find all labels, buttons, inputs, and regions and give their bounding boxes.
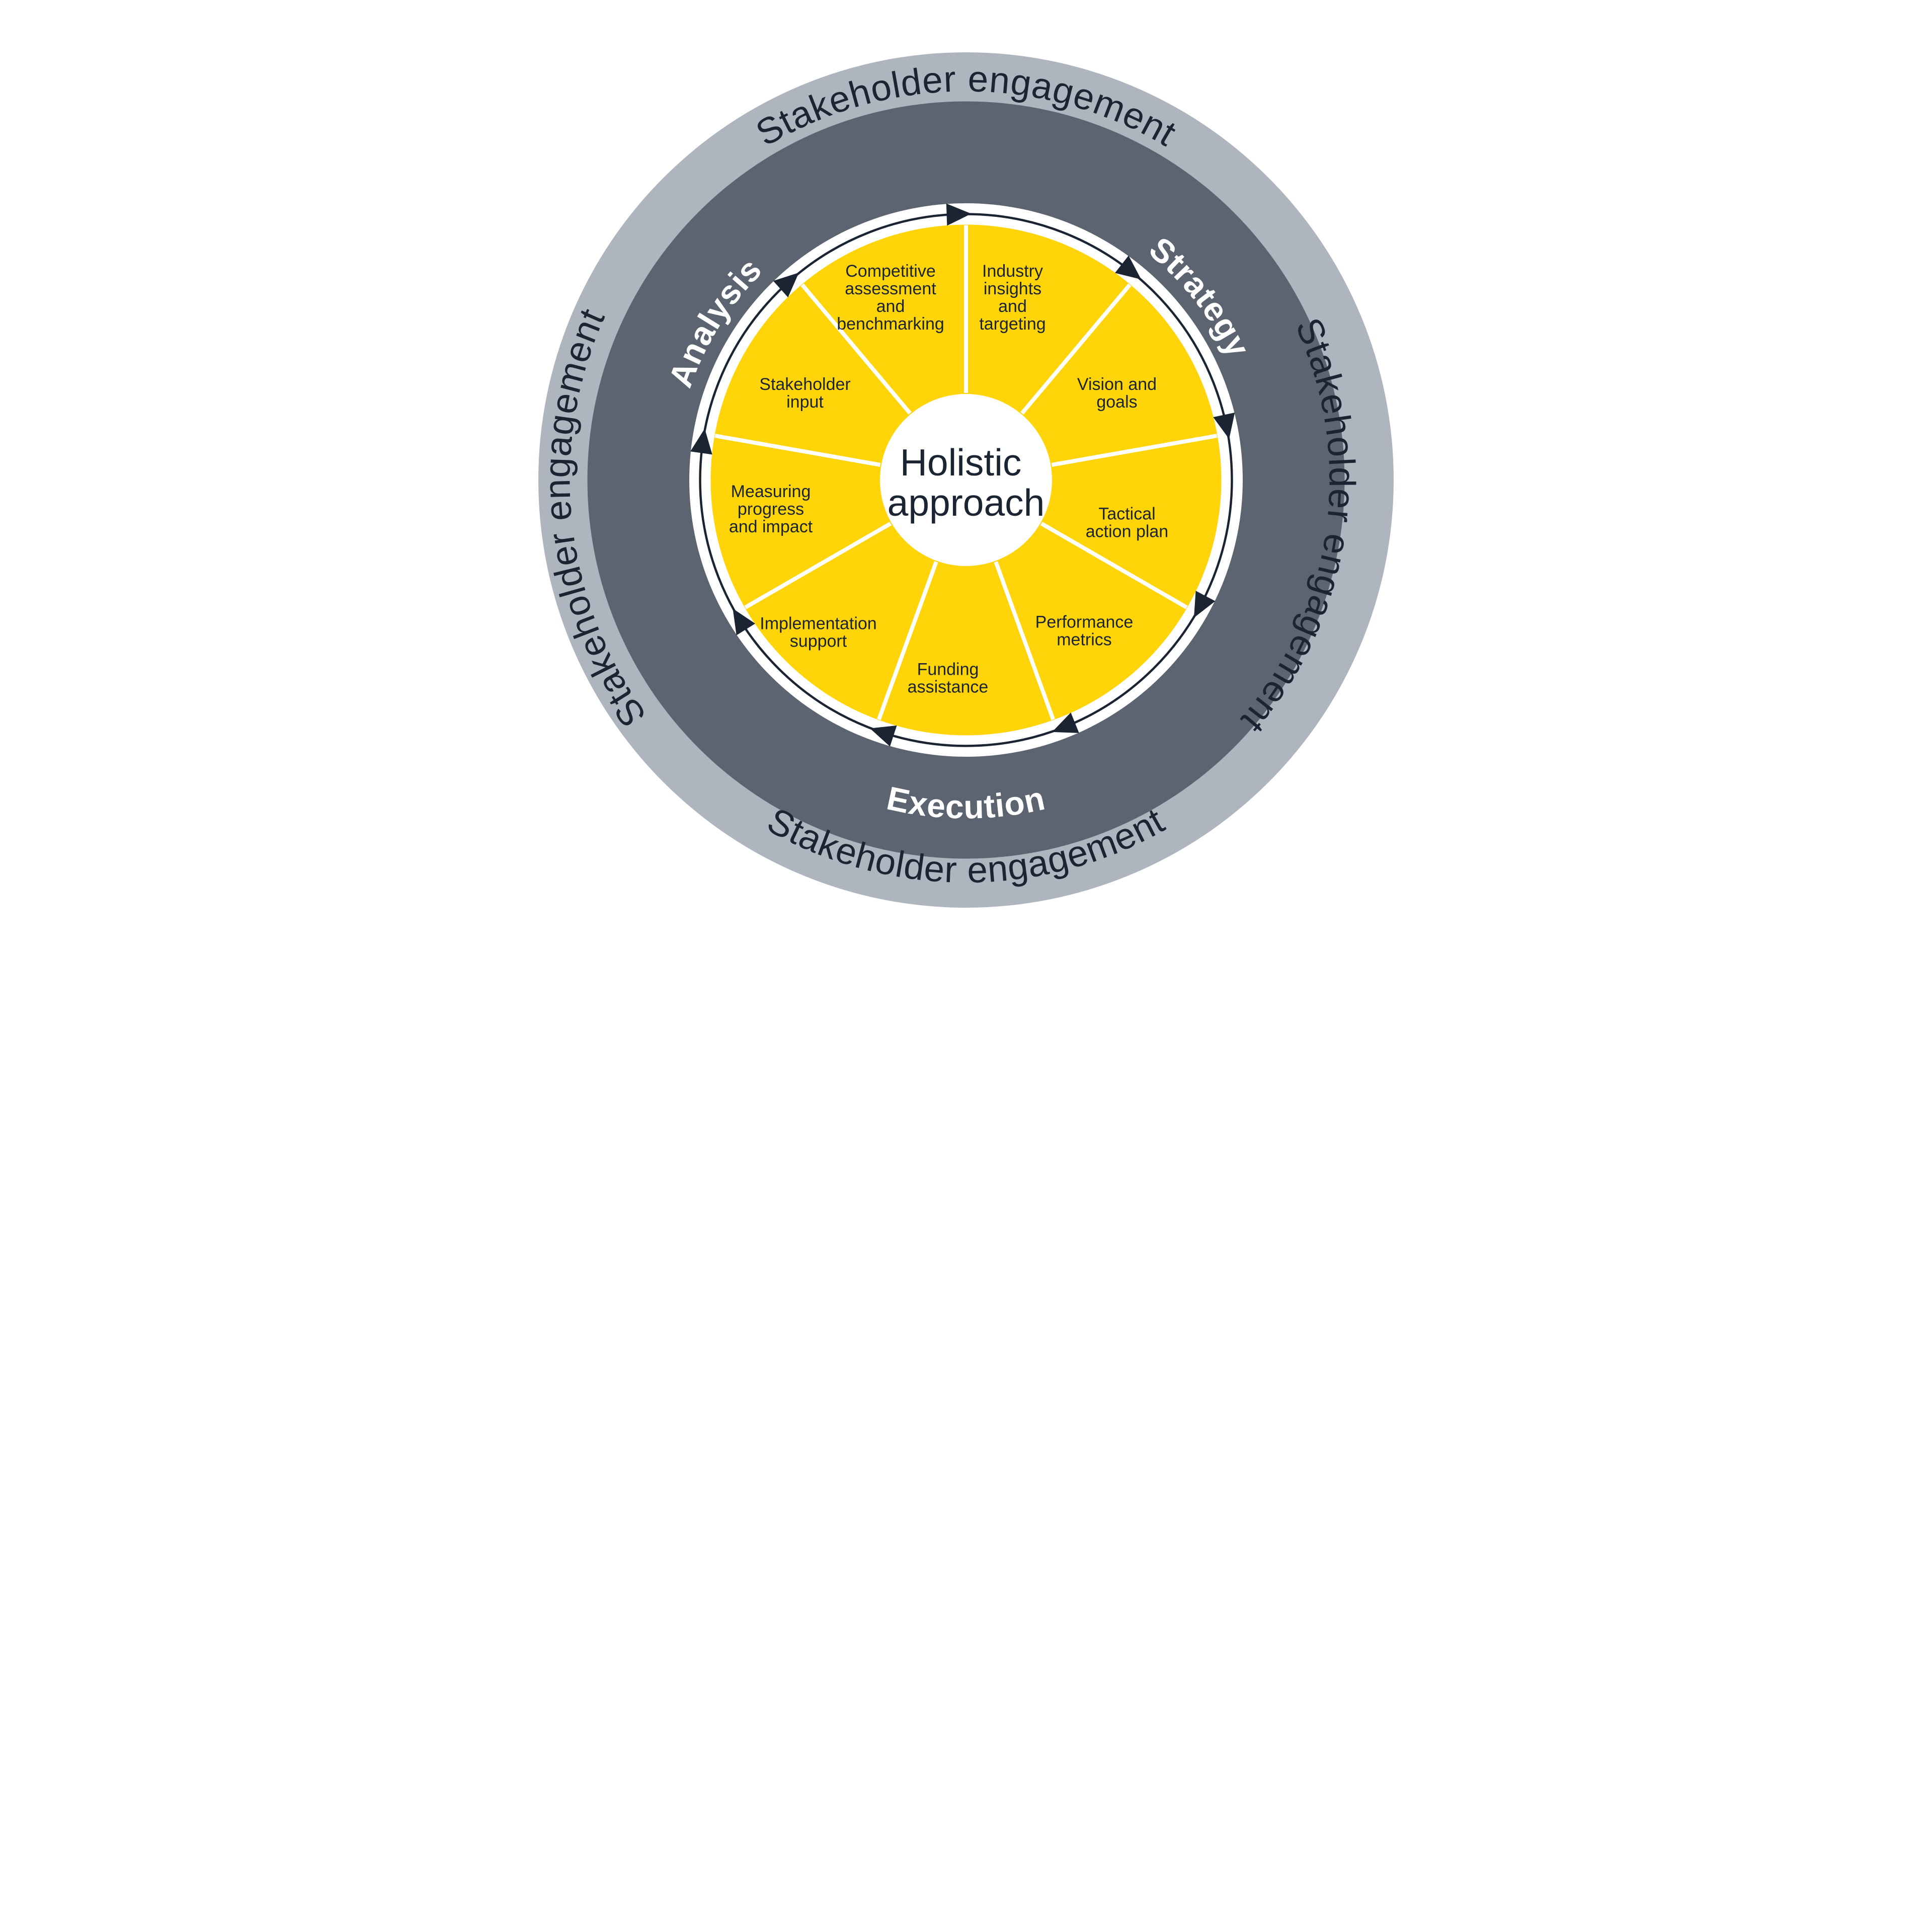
segment-divider	[1051, 434, 1218, 467]
segment-label-line: assessment	[845, 279, 936, 298]
segment-label-line: insights	[984, 279, 1041, 298]
segment-divider	[877, 561, 938, 721]
segment-divider	[1040, 522, 1188, 609]
segment-label-line: Implementation	[760, 614, 876, 633]
segment-divider	[800, 283, 912, 415]
segment-label-line: and	[998, 297, 1027, 316]
segment-label-line: Funding	[917, 660, 979, 679]
segment-label-line: benchmarking	[837, 314, 944, 334]
segment-label-line: progress	[738, 500, 804, 519]
segment-divider	[744, 522, 892, 609]
clockwise-arrowhead	[1052, 712, 1079, 733]
clockwise-arrowhead	[1115, 255, 1142, 280]
clockwise-arrowhead	[733, 608, 756, 635]
clockwise-arrowhead	[1194, 591, 1216, 618]
segment-label-line: Tactical	[1098, 505, 1155, 524]
segment-divider	[994, 561, 1055, 721]
flow-arrows	[690, 203, 1235, 747]
ring-stack	[538, 52, 1394, 908]
clockwise-arrowhead	[773, 272, 799, 297]
segment-label-line: input	[786, 392, 824, 412]
segment-label-line: Measuring	[731, 482, 811, 501]
clockwise-arrowhead	[946, 203, 972, 226]
clockwise-arrowhead	[1213, 412, 1235, 439]
hub-title-line-2: approach	[888, 482, 1045, 524]
segment-label-line: Industry	[982, 262, 1043, 281]
hub-circle	[880, 394, 1052, 566]
segment-label-line: goals	[1096, 392, 1137, 412]
segment-label-line: targeting	[979, 314, 1045, 334]
segment-dividers	[714, 225, 1218, 721]
segment-label-line: Competitive	[845, 262, 936, 281]
hub-title: Holistic approach	[888, 441, 1045, 524]
segment-label-line: and	[876, 297, 905, 316]
segment-divider	[1020, 283, 1132, 415]
segment-label-line: metrics	[1057, 630, 1112, 650]
hub-title-line-1: Holistic	[900, 441, 1022, 484]
segment-label-line: action plan	[1086, 522, 1168, 541]
segment-label-line: and impact	[729, 517, 813, 536]
segment-label-line: Performance	[1035, 613, 1134, 632]
clockwise-arrowhead	[690, 428, 712, 455]
segment-divider	[714, 434, 881, 467]
segment-label-line: Vision and	[1077, 375, 1157, 394]
segment-label-line: Stakeholder	[759, 375, 850, 394]
segment-label-line: assistance	[908, 678, 989, 697]
clockwise-arrowhead	[870, 725, 897, 747]
segment-label-line: support	[790, 632, 847, 651]
